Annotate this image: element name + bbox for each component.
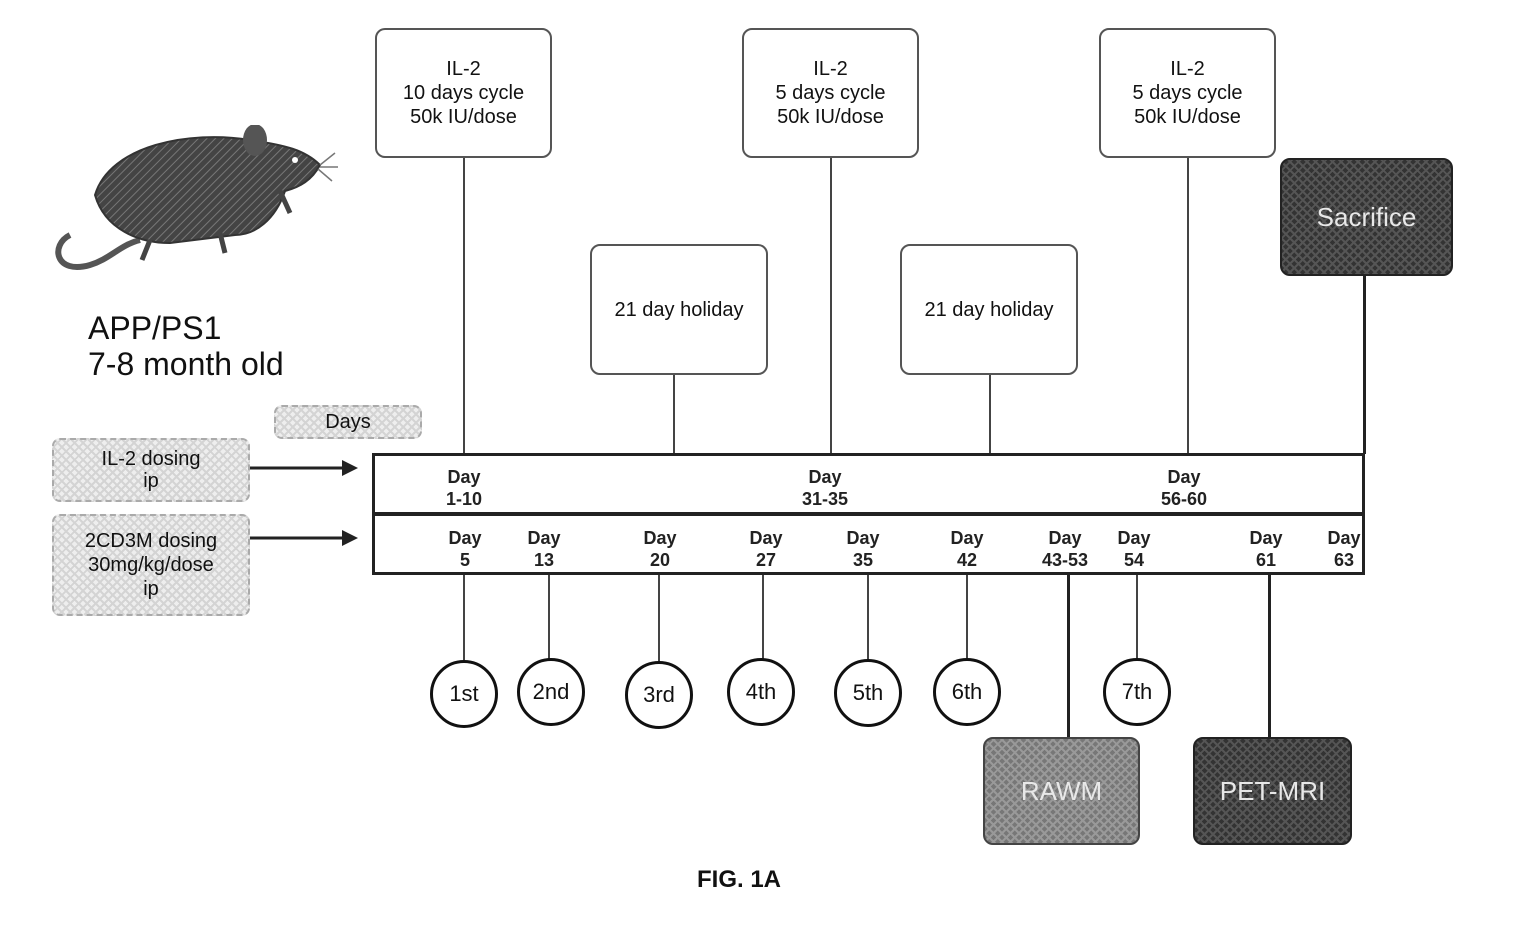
subject-strain: APP/PS1 bbox=[88, 310, 221, 347]
connector-rawm bbox=[1067, 575, 1070, 737]
dose-circle-2: 2nd bbox=[517, 658, 585, 726]
sacrifice-box: Sacrifice bbox=[1280, 158, 1453, 276]
cd3-day-label-8: Day 54 bbox=[1089, 527, 1179, 571]
mouse-illustration bbox=[50, 125, 340, 285]
dose-circle-5: 5th bbox=[834, 659, 902, 727]
il2-box-1-title: IL-2 bbox=[446, 57, 480, 81]
connector-il2-3 bbox=[1187, 158, 1189, 454]
arrow-icon-cd3 bbox=[250, 528, 360, 548]
il2-box-1-dose: 50k IU/dose bbox=[410, 105, 517, 129]
connector-il2-1 bbox=[463, 158, 465, 454]
days-label: Days bbox=[274, 405, 422, 439]
il2-box-3: IL-2 5 days cycle 50k IU/dose bbox=[1099, 28, 1276, 158]
il2-box-3-cycle: 5 days cycle bbox=[1132, 81, 1242, 105]
il2-box-1: IL-2 10 days cycle 50k IU/dose bbox=[375, 28, 552, 158]
legend-cd3-dosing: 2CD3M dosing 30mg/kg/dose ip bbox=[52, 514, 250, 616]
cd3-day-label-10: Day 63 bbox=[1299, 527, 1389, 571]
holiday-box-1: 21 day holiday bbox=[590, 244, 768, 375]
il2-day-label-1: Day 1-10 bbox=[419, 466, 509, 510]
legend-il2-dosing: IL-2 dosing ip bbox=[52, 438, 250, 502]
cd3-day-label-5: Day 35 bbox=[818, 527, 908, 571]
il2-day-label-2: Day 31-35 bbox=[780, 466, 870, 510]
connector-dose-3 bbox=[658, 575, 660, 662]
subject-age: 7-8 month old bbox=[88, 346, 284, 383]
cd3-day-label-6: Day 42 bbox=[922, 527, 1012, 571]
dose-circle-3: 3rd bbox=[625, 661, 693, 729]
connector-dose-6 bbox=[966, 575, 968, 660]
connector-dose-5 bbox=[867, 575, 869, 660]
dose-circle-1: 1st bbox=[430, 660, 498, 728]
il2-box-2-cycle: 5 days cycle bbox=[775, 81, 885, 105]
connector-sacrifice bbox=[1363, 276, 1366, 454]
rawm-box: RAWM bbox=[983, 737, 1140, 845]
dose-circle-6: 6th bbox=[933, 658, 1001, 726]
cd3-day-label-3: Day 20 bbox=[615, 527, 705, 571]
connector-dose-1 bbox=[463, 575, 465, 660]
il2-day-label-3: Day 56-60 bbox=[1139, 466, 1229, 510]
holiday-box-2: 21 day holiday bbox=[900, 244, 1078, 375]
connector-holiday-1 bbox=[673, 375, 675, 454]
cd3-day-label-4: Day 27 bbox=[721, 527, 811, 571]
arrow-icon-il2 bbox=[250, 458, 360, 478]
dose-circle-7: 7th bbox=[1103, 658, 1171, 726]
il2-box-3-dose: 50k IU/dose bbox=[1134, 105, 1241, 129]
connector-holiday-2 bbox=[989, 375, 991, 454]
connector-dose-7 bbox=[1136, 575, 1138, 660]
il2-box-2-dose: 50k IU/dose bbox=[777, 105, 884, 129]
connector-dose-2 bbox=[548, 575, 550, 660]
dose-circle-4: 4th bbox=[727, 658, 795, 726]
connector-il2-2 bbox=[830, 158, 832, 454]
cd3-day-label-2: Day 13 bbox=[499, 527, 589, 571]
cd3-day-label-9: Day 61 bbox=[1221, 527, 1311, 571]
petmri-box: PET-MRI bbox=[1193, 737, 1352, 845]
connector-petmri bbox=[1268, 575, 1271, 737]
il2-box-3-title: IL-2 bbox=[1170, 57, 1204, 81]
il2-box-1-cycle: 10 days cycle bbox=[403, 81, 524, 105]
figure-label: FIG. 1A bbox=[697, 866, 781, 894]
il2-box-2-title: IL-2 bbox=[813, 57, 847, 81]
connector-dose-4 bbox=[762, 575, 764, 660]
il2-box-2: IL-2 5 days cycle 50k IU/dose bbox=[742, 28, 919, 158]
cd3-day-label-1: Day 5 bbox=[420, 527, 510, 571]
